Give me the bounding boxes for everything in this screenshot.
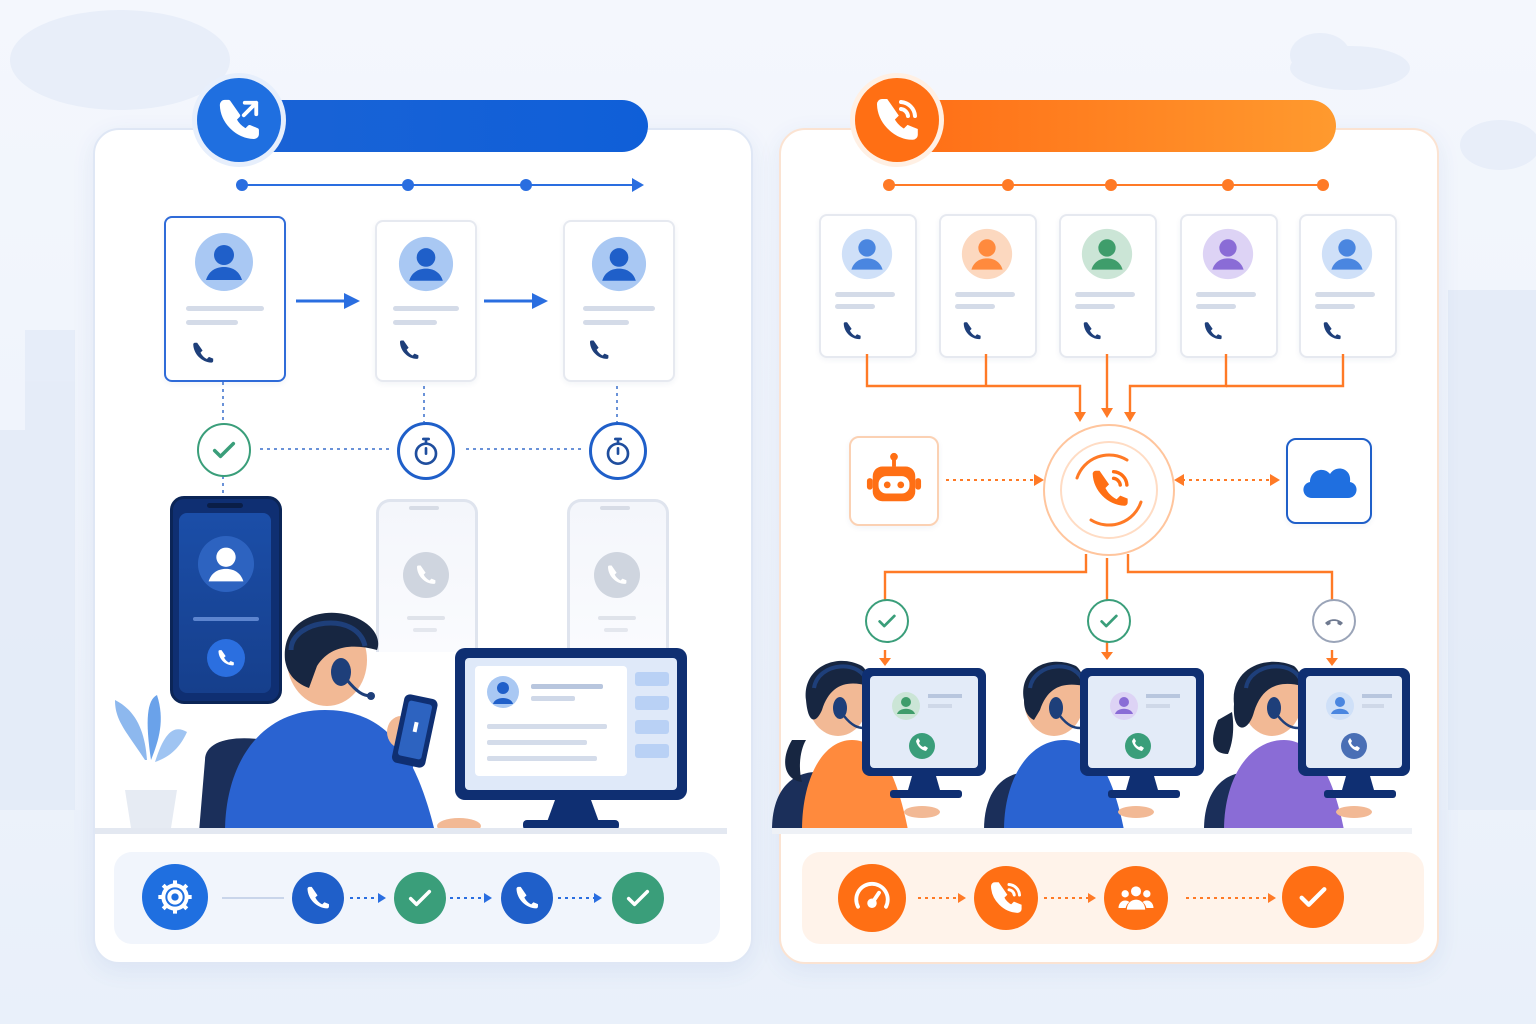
user-avatar-icon <box>1081 228 1133 280</box>
check-circle-icon <box>1087 599 1131 643</box>
footer-connectors <box>222 893 602 903</box>
stopwatch-icon <box>397 422 455 480</box>
contact-card-waiting[interactable] <box>563 220 675 382</box>
active-phone <box>170 496 282 704</box>
phone-icon <box>1323 322 1341 340</box>
team-icon[interactable] <box>1104 866 1168 930</box>
user-avatar-icon <box>591 236 647 292</box>
check-icon[interactable] <box>1282 866 1344 928</box>
user-avatar-icon <box>841 228 893 280</box>
status-connectors <box>222 382 618 498</box>
check-icon[interactable] <box>394 872 446 924</box>
contact-card[interactable] <box>1299 214 1397 358</box>
contact-card[interactable] <box>1059 214 1157 358</box>
stopwatch-icon <box>589 422 647 480</box>
phone-icon <box>594 552 640 598</box>
check-icon[interactable] <box>612 872 664 924</box>
idle-phone <box>567 499 669 652</box>
phone-icon[interactable] <box>292 872 344 924</box>
contact-card-waiting[interactable] <box>375 220 477 382</box>
check-circle-icon <box>865 599 909 643</box>
phone-icon <box>963 322 981 340</box>
phone-ringing-icon[interactable] <box>974 866 1038 930</box>
phone-icon <box>403 552 449 598</box>
footer-connectors <box>918 893 1276 903</box>
phone-icon <box>1083 322 1101 340</box>
contact-card[interactable] <box>939 214 1037 358</box>
phone-ringing-icon <box>855 78 939 162</box>
simultaneous-timeline <box>883 179 1329 191</box>
speedometer-icon[interactable] <box>838 864 906 932</box>
contact-card[interactable] <box>819 214 917 358</box>
contact-card-active[interactable] <box>164 216 286 382</box>
phone-icon <box>207 639 245 677</box>
user-avatar-icon <box>961 228 1013 280</box>
agent-desk-illustration <box>95 612 727 834</box>
user-avatar-icon <box>398 236 454 292</box>
user-avatar-icon <box>197 535 255 593</box>
user-avatar-icon <box>195 233 253 291</box>
flow-arrow <box>484 293 548 309</box>
user-avatar-icon <box>1202 228 1254 280</box>
agents-team-illustration <box>772 660 1412 834</box>
phone-icon <box>193 342 214 363</box>
plant-icon <box>115 695 187 828</box>
routing-connectors <box>865 354 1345 666</box>
phone-icon <box>843 322 861 340</box>
sequential-header-bar <box>238 100 648 152</box>
phone-ringing-icon[interactable] <box>1043 424 1175 556</box>
contact-card[interactable] <box>1180 214 1278 358</box>
idle-phone <box>376 499 478 652</box>
simultaneous-header-bar <box>898 100 1336 152</box>
gear-icon[interactable] <box>142 864 208 930</box>
check-circle-icon <box>197 423 251 477</box>
user-avatar-icon <box>1321 228 1373 280</box>
sequential-timeline <box>236 178 644 192</box>
phone-icon <box>1204 322 1222 340</box>
robot-icon[interactable] <box>849 436 939 526</box>
phone-icon <box>589 340 609 359</box>
phone-outgoing-icon <box>197 78 281 162</box>
phone-icon[interactable] <box>501 872 553 924</box>
phone-icon <box>399 340 419 359</box>
hang-up-icon <box>1312 599 1356 643</box>
flow-arrow <box>296 293 360 309</box>
cloud-icon[interactable] <box>1286 438 1372 524</box>
